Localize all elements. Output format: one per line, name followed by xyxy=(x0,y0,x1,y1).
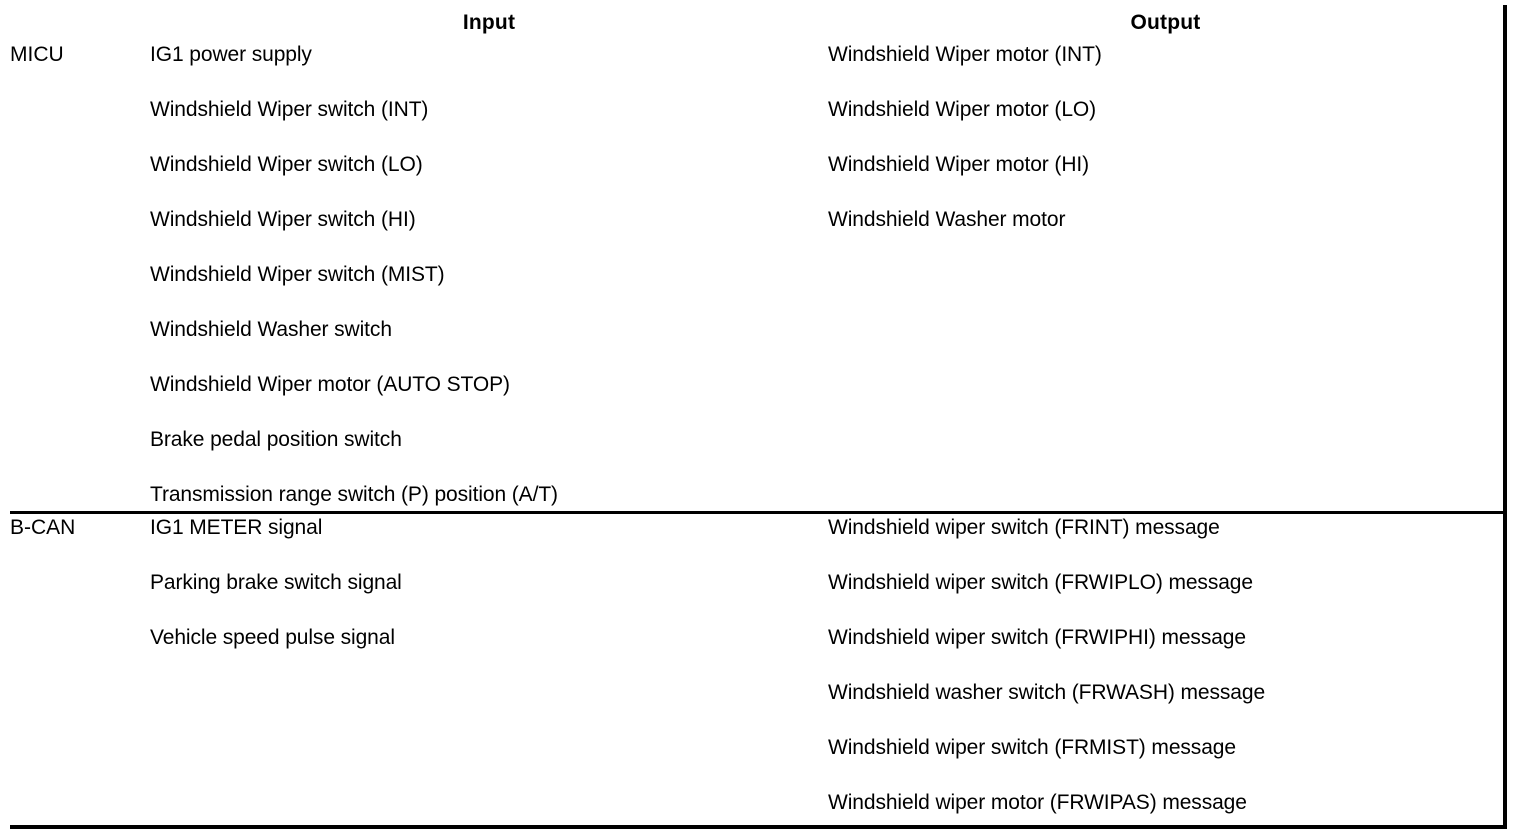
list-item: Windshield Washer motor xyxy=(828,208,1066,231)
output-cell-bcan: Windshield wiper switch (FRINT) message … xyxy=(828,512,1507,829)
input-list-micu: IG1 power supply Windshield Wiper switch… xyxy=(150,41,828,509)
header-input-label: Input xyxy=(462,11,516,34)
list-item: Windshield wiper motor (FRWIPAS) message xyxy=(828,791,1247,814)
list-item: Windshield Washer switch xyxy=(150,318,392,341)
list-item: Windshield wiper switch (FRINT) message xyxy=(828,516,1220,539)
list-item: Parking brake switch signal xyxy=(150,571,402,594)
header-output-label: Output xyxy=(1130,11,1201,34)
list-item: Windshield wiper switch (FRWIPHI) messag… xyxy=(828,626,1246,649)
header-output-column: Output xyxy=(828,5,1507,41)
header-system-column xyxy=(10,5,150,41)
list-item: Windshield washer switch (FRWASH) messag… xyxy=(828,681,1266,704)
list-item: Windshield Wiper motor (AUTO STOP) xyxy=(150,373,510,396)
list-item: Transmission range switch (P) position (… xyxy=(150,483,558,506)
list-item: Windshield Wiper switch (HI) xyxy=(150,208,416,231)
list-item: Brake pedal position switch xyxy=(150,428,402,451)
list-item: Windshield Wiper switch (INT) xyxy=(150,98,429,121)
list-item: Windshield Wiper switch (MIST) xyxy=(150,263,445,286)
table-row: MICU IG1 power supply Windshield Wiper s… xyxy=(10,41,1507,514)
list-item: Vehicle speed pulse signal xyxy=(150,626,395,649)
list-item: Windshield wiper switch (FRWIPLO) messag… xyxy=(828,571,1253,594)
output-cell-micu: Windshield Wiper motor (INT) Windshield … xyxy=(828,41,1507,514)
input-list-bcan: IG1 METER signal Parking brake switch si… xyxy=(150,514,828,652)
output-list-micu: Windshield Wiper motor (INT) Windshield … xyxy=(828,41,1503,234)
system-cell-bcan: B-CAN xyxy=(10,512,150,829)
list-item: Windshield Wiper motor (LO) xyxy=(828,98,1097,121)
system-label: B-CAN xyxy=(10,516,76,539)
list-item: Windshield Wiper motor (INT) xyxy=(828,43,1102,66)
table-row: B-CAN IG1 METER signal Parking brake swi… xyxy=(10,512,1507,829)
table-header-row: Input Output xyxy=(10,5,1507,41)
header-input-column: Input xyxy=(150,5,828,41)
input-cell-bcan: IG1 METER signal Parking brake switch si… xyxy=(150,512,828,829)
system-label: MICU xyxy=(10,43,64,66)
list-item: Windshield Wiper motor (HI) xyxy=(828,153,1090,176)
input-output-table: Input Output MICU IG1 power supply Winds… xyxy=(10,5,1507,829)
list-item: Windshield wiper switch (FRMIST) message xyxy=(828,736,1236,759)
list-item: IG1 power supply xyxy=(150,43,312,66)
input-cell-micu: IG1 power supply Windshield Wiper switch… xyxy=(150,41,828,514)
output-list-bcan: Windshield wiper switch (FRINT) message … xyxy=(828,514,1503,817)
list-item: Windshield Wiper switch (LO) xyxy=(150,153,423,176)
system-cell-micu: MICU xyxy=(10,41,150,514)
list-item: IG1 METER signal xyxy=(150,516,323,539)
